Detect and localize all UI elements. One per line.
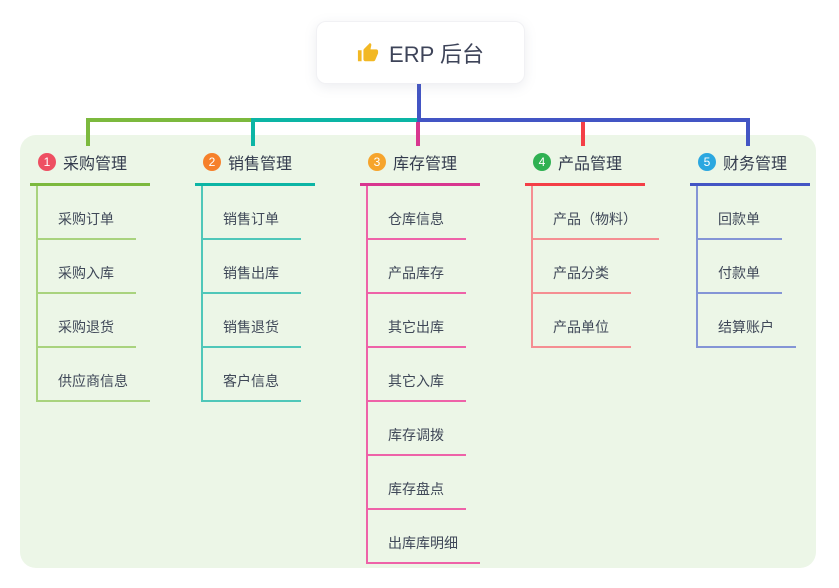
child-node: 销售出库 <box>203 240 315 294</box>
child-node-label[interactable]: 供应商信息 <box>38 371 150 402</box>
child-node: 结算账户 <box>698 294 810 348</box>
thumbs-up-icon <box>357 42 379 64</box>
child-node-label[interactable]: 销售订单 <box>203 209 301 240</box>
root-node[interactable]: ERP 后台 <box>316 21 525 84</box>
child-node-label[interactable]: 销售出库 <box>203 263 301 294</box>
branch-number-badge: 5 <box>698 153 716 171</box>
connector-drop-inventory <box>416 122 420 146</box>
branch-purchase: 1 采购管理 采购订单 采购入库 采购退货 供应商信息 <box>30 150 150 402</box>
branch-node-inventory[interactable]: 3 库存管理 <box>360 150 480 186</box>
child-node-label[interactable]: 产品单位 <box>533 317 631 348</box>
child-node: 采购订单 <box>38 186 150 240</box>
child-node: 采购入库 <box>38 240 150 294</box>
child-node: 产品单位 <box>533 294 659 348</box>
child-node: 供应商信息 <box>38 348 150 402</box>
child-node: 销售订单 <box>203 186 315 240</box>
child-node-label[interactable]: 其它入库 <box>368 371 466 402</box>
child-node: 产品库存 <box>368 240 480 294</box>
child-node-label[interactable]: 产品库存 <box>368 263 466 294</box>
child-node: 销售退货 <box>203 294 315 348</box>
child-node: 仓库信息 <box>368 186 480 240</box>
child-node-label[interactable]: 库存调拨 <box>368 425 466 456</box>
child-node-label[interactable]: 库存盘点 <box>368 479 466 510</box>
child-node: 出库库明细 <box>368 510 480 564</box>
child-node: 采购退货 <box>38 294 150 348</box>
branch-finance: 5 财务管理 回款单 付款单 结算账户 <box>690 150 810 348</box>
child-node-label[interactable]: 产品（物料） <box>533 209 659 240</box>
child-node: 客户信息 <box>203 348 315 402</box>
child-node-label[interactable]: 销售退货 <box>203 317 301 348</box>
child-node: 库存盘点 <box>368 456 480 510</box>
root-title: ERP 后台 <box>389 41 484 67</box>
branch-label: 销售管理 <box>228 156 293 173</box>
child-node: 产品（物料） <box>533 186 659 240</box>
child-node-label[interactable]: 结算账户 <box>698 317 796 348</box>
connector-bus-blue <box>417 118 750 122</box>
branch-label: 库存管理 <box>393 156 458 173</box>
child-node: 付款单 <box>698 240 810 294</box>
child-node-label[interactable]: 其它出库 <box>368 317 466 348</box>
branch-number-badge: 4 <box>533 153 551 171</box>
branch-children: 销售订单 销售出库 销售退货 客户信息 <box>201 186 315 402</box>
branch-children: 仓库信息 产品库存 其它出库 其它入库 库存调拨 库存盘点 出库库明细 <box>366 186 480 564</box>
connector-root-stem <box>417 82 421 120</box>
child-node: 其它出库 <box>368 294 480 348</box>
child-node-label[interactable]: 采购入库 <box>38 263 136 294</box>
child-node: 回款单 <box>698 186 810 240</box>
child-node-label[interactable]: 产品分类 <box>533 263 631 294</box>
branch-label: 产品管理 <box>558 156 623 173</box>
child-node-label[interactable]: 采购订单 <box>38 209 136 240</box>
branch-children: 回款单 付款单 结算账户 <box>696 186 810 348</box>
branch-children: 产品（物料） 产品分类 产品单位 <box>531 186 659 348</box>
connector-drop-purchase <box>86 118 90 146</box>
branch-product: 4 产品管理 产品（物料） 产品分类 产品单位 <box>525 150 659 348</box>
connector-drop-finance <box>746 118 750 146</box>
branch-node-sales[interactable]: 2 销售管理 <box>195 150 315 186</box>
child-node: 其它入库 <box>368 348 480 402</box>
branch-node-finance[interactable]: 5 财务管理 <box>690 150 810 186</box>
branch-node-purchase[interactable]: 1 采购管理 <box>30 150 150 186</box>
branch-number-badge: 2 <box>203 153 221 171</box>
branch-children: 采购订单 采购入库 采购退货 供应商信息 <box>36 186 150 402</box>
child-node: 库存调拨 <box>368 402 480 456</box>
branch-label: 财务管理 <box>723 156 788 173</box>
branch-number-badge: 1 <box>38 153 56 171</box>
child-node-label[interactable]: 仓库信息 <box>368 209 466 240</box>
branch-sales: 2 销售管理 销售订单 销售出库 销售退货 客户信息 <box>195 150 315 402</box>
child-node-label[interactable]: 付款单 <box>698 263 782 294</box>
child-node: 产品分类 <box>533 240 659 294</box>
branch-number-badge: 3 <box>368 153 386 171</box>
child-node-label[interactable]: 回款单 <box>698 209 782 240</box>
branch-inventory: 3 库存管理 仓库信息 产品库存 其它出库 其它入库 库存调拨 库存盘点 出库库… <box>360 150 480 564</box>
connector-drop-product <box>581 122 585 146</box>
branch-label: 采购管理 <box>63 156 128 173</box>
connector-bus-teal <box>251 118 421 122</box>
connector-bus-green <box>86 118 255 122</box>
canvas-background-panel <box>20 135 816 568</box>
branch-node-product[interactable]: 4 产品管理 <box>525 150 645 186</box>
connector-drop-sales <box>251 118 255 146</box>
child-node-label[interactable]: 出库库明细 <box>368 533 480 564</box>
child-node-label[interactable]: 采购退货 <box>38 317 136 348</box>
child-node-label[interactable]: 客户信息 <box>203 371 301 402</box>
